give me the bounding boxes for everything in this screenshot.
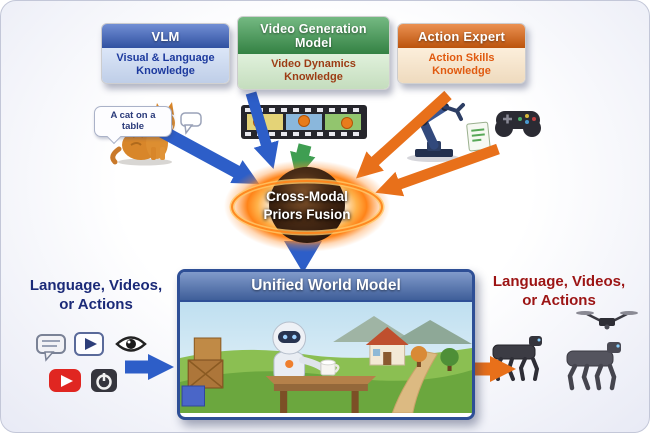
cat-caption-text: A cat on a table <box>110 110 156 133</box>
world-model-scene <box>180 302 472 414</box>
crates-icon <box>181 337 224 407</box>
video-generation-model-title: Video Generation Model <box>238 17 389 54</box>
film-strip-icon <box>241 100 367 142</box>
fusion-node: Cross-Modal Priors Fusion <box>223 159 391 253</box>
document-icon <box>465 121 493 153</box>
fusion-label: Cross-Modal Priors Fusion <box>223 159 391 253</box>
eye-icon <box>115 336 147 352</box>
right-io-label: Language, Videos, or Actions <box>479 273 639 311</box>
table-icon <box>265 376 377 413</box>
power-icon <box>91 369 117 392</box>
video-play-icon <box>74 332 104 356</box>
cat-caption-bubble: A cat on a table <box>94 106 172 137</box>
fusion-orb-icon <box>224 160 390 252</box>
fusion-label-line1: Cross-Modal <box>266 189 348 205</box>
unified-world-model-title: Unified World Model <box>180 272 472 302</box>
speech-bubble-icon <box>180 112 202 135</box>
vlm-box: VLM Visual & Language Knowledge <box>101 23 230 85</box>
chat-icon <box>36 334 66 362</box>
arrow-video-to-fusion <box>290 143 316 180</box>
left-io-label: Language, Videos, or Actions <box>17 277 175 315</box>
action-expert-title: Action Expert <box>398 24 525 48</box>
video-generation-model-box: Video Generation Model Video Dynamics Kn… <box>237 16 390 91</box>
robot-dog-icon <box>566 342 621 391</box>
action-expert-subtitle: Action Skills Knowledge <box>398 48 525 84</box>
left-input-icons <box>35 327 165 399</box>
cup-icon <box>320 359 340 376</box>
house-icon <box>365 327 409 366</box>
vlm-title: VLM <box>102 24 229 48</box>
robot-dog-icon <box>492 336 542 381</box>
robot-icon <box>272 321 331 383</box>
left-io-label-line1: Language, Videos, <box>29 277 163 294</box>
robot-arm-icon <box>403 95 469 163</box>
right-output-icons <box>481 309 641 404</box>
action-expert-box: Action Expert Action Skills Knowledge <box>397 23 526 85</box>
vlm-subtitle: Visual & Language Knowledge <box>102 48 229 84</box>
right-io-label-line1: Language, Videos, <box>492 273 626 290</box>
tree-icon <box>410 346 459 371</box>
video-generation-model-subtitle: Video Dynamics Knowledge <box>238 54 389 90</box>
fusion-label-line2: Priors Fusion <box>263 207 351 222</box>
gamepad-icon <box>493 103 543 141</box>
youtube-play-icon <box>49 369 81 392</box>
unified-world-model-box: Unified World Model <box>177 269 475 420</box>
left-io-label-line2: or Actions <box>59 295 133 313</box>
drone-icon <box>576 311 638 330</box>
path-icon <box>391 351 439 414</box>
right-io-label-line2: or Actions <box>522 291 596 309</box>
